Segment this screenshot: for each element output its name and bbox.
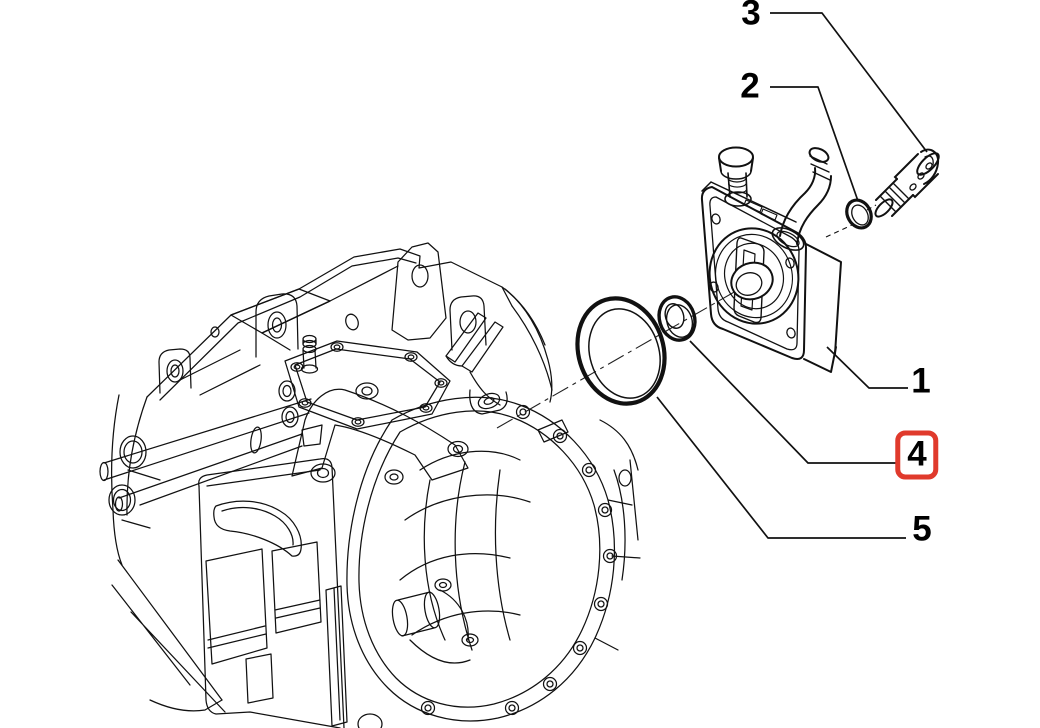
part-2-small-o-ring [825,198,877,238]
part-1-oil-cooler [700,146,842,373]
callout-4-number: 4 [907,434,927,474]
callout-1-number: 1 [911,361,931,401]
transmission-drawing [99,242,641,728]
callout-3-number: 3 [741,0,761,33]
callout-5-number: 5 [912,509,932,549]
callout-3[interactable]: 3 [741,0,760,31]
callout-5[interactable]: 5 [912,512,931,547]
callout-2-number: 2 [740,66,760,106]
callout-leader-lines [656,12,928,539]
part-4-seal-ring [657,295,697,342]
part-3-threaded-union [874,148,940,218]
callout-1[interactable]: 1 [911,364,930,399]
callout-4-selected[interactable]: 4 [895,430,939,480]
part-5-large-o-ring [575,296,667,406]
assembly-centerline [496,282,751,429]
callout-2[interactable]: 2 [740,69,759,104]
